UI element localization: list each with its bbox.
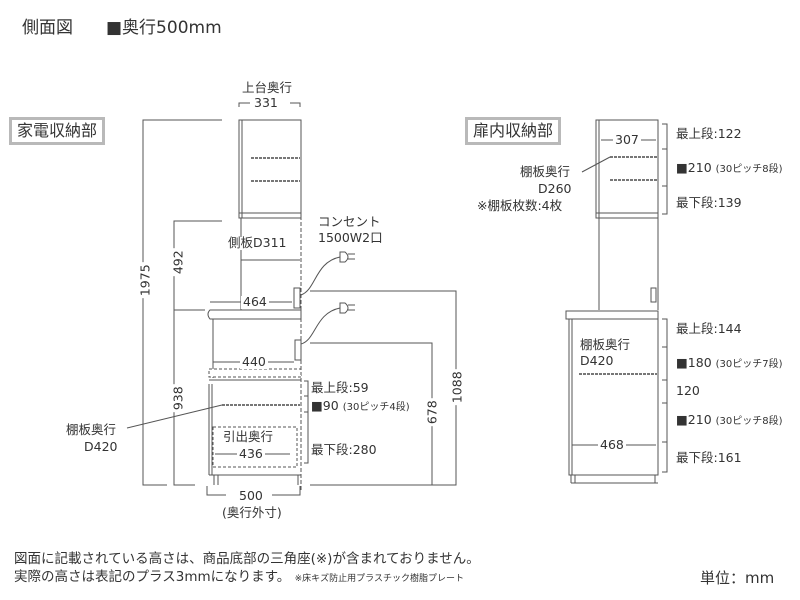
drawer-depth-value: 436 (237, 446, 265, 461)
lower-pitch1-note: (30ピッチ7段) (715, 359, 783, 370)
section-label-cabinet-storage: 扉内収納部 (465, 117, 562, 145)
shelf-depth-caption: 棚板奥行 (66, 422, 117, 437)
side-panel-depth: 側板D311 (228, 235, 287, 250)
shelf-pitch: ■90 (30ピッチ4段) (311, 398, 410, 413)
upper-pitch-note: (30ピッチ8段) (715, 164, 783, 175)
unit-label: 単位：mm (700, 569, 775, 587)
footer-note-line2-text: 実際の高さは表記のプラス3mmになります。 (14, 569, 291, 585)
shelf-depth-value: D420 (84, 439, 118, 454)
upper-bottom-spacing: 最下段:139 (676, 195, 742, 210)
shelf-top-spacing: 最上段:59 (311, 380, 369, 395)
upper-depth-value: 331 (254, 95, 278, 110)
footer-note-line2: 実際の高さは表記のプラス3mmになります。 ※床キズ防止用プラスチック樹脂プレー… (14, 569, 464, 585)
inner-depth: 440 (240, 354, 268, 369)
lower-pitch2-value: ■210 (676, 412, 712, 427)
dim-total-height: 1975 (137, 262, 153, 299)
left-upper-cabinet (238, 119, 302, 219)
lower-inner-depth: 468 (598, 437, 626, 452)
section-label-appliance-storage: 家電収納部 (9, 117, 106, 145)
shelf-count: ※棚板枚数:4枚 (477, 198, 563, 213)
depth-spec: ■奥行500mm (106, 18, 222, 38)
lower-bottom-spacing: 最下段:161 (676, 450, 742, 465)
lower-shelf-depth-caption: 棚板奥行 (580, 337, 631, 352)
upper-inner-depth: 307 (613, 132, 641, 147)
lower-pitch2: ■210 (30ピッチ8段) (676, 412, 783, 427)
right-shelf-depth-caption: 棚板奥行 (520, 164, 571, 179)
upper-top-spacing: 最上段:122 (676, 126, 742, 141)
outer-depth-caption: (奥行外寸) (222, 505, 282, 520)
shelf-pitch-value: ■90 (311, 398, 339, 413)
footer-note-line1: 図面に記載されている高さは、商品底部の三角座(※)が含まれておりません。 (14, 551, 480, 567)
diagram-title: 側面図 (22, 18, 73, 38)
outlet-label: コンセント (318, 214, 381, 229)
lower-pitch1-value: ■180 (676, 355, 712, 370)
upper-pitch: ■210 (30ピッチ8段) (676, 160, 783, 175)
right-shelf-depth-value: D260 (538, 181, 572, 196)
shelf-bottom-spacing: 最下段:280 (311, 442, 377, 457)
outer-depth-value: 500 (239, 488, 263, 503)
dim-outlet2-height: 678 (424, 398, 440, 427)
drawer-depth-caption: 引出奥行 (223, 429, 274, 444)
outlet-capacity: 1500W2口 (318, 230, 383, 245)
counter-depth: 464 (241, 294, 269, 309)
upper-pitch-value: ■210 (676, 160, 712, 175)
lower-pitch1: ■180 (30ピッチ7段) (676, 355, 783, 370)
lower-pitch2-note: (30ピッチ8段) (715, 416, 783, 427)
footer-note-small: ※床キズ防止用プラスチック樹脂プレート (294, 574, 464, 584)
shelf-pitch-note: (30ピッチ4段) (342, 402, 410, 413)
lower-shelf-depth-value: D420 (580, 353, 614, 368)
dim-outlet1-height: 1088 (449, 369, 465, 406)
lower-middle-spacing: 120 (676, 383, 700, 398)
lower-top-spacing: 最上段:144 (676, 321, 742, 336)
dim-upper-gap: 492 (170, 248, 186, 277)
dim-base-height: 938 (170, 384, 186, 413)
upper-depth-caption: 上台奥行 (242, 80, 293, 95)
